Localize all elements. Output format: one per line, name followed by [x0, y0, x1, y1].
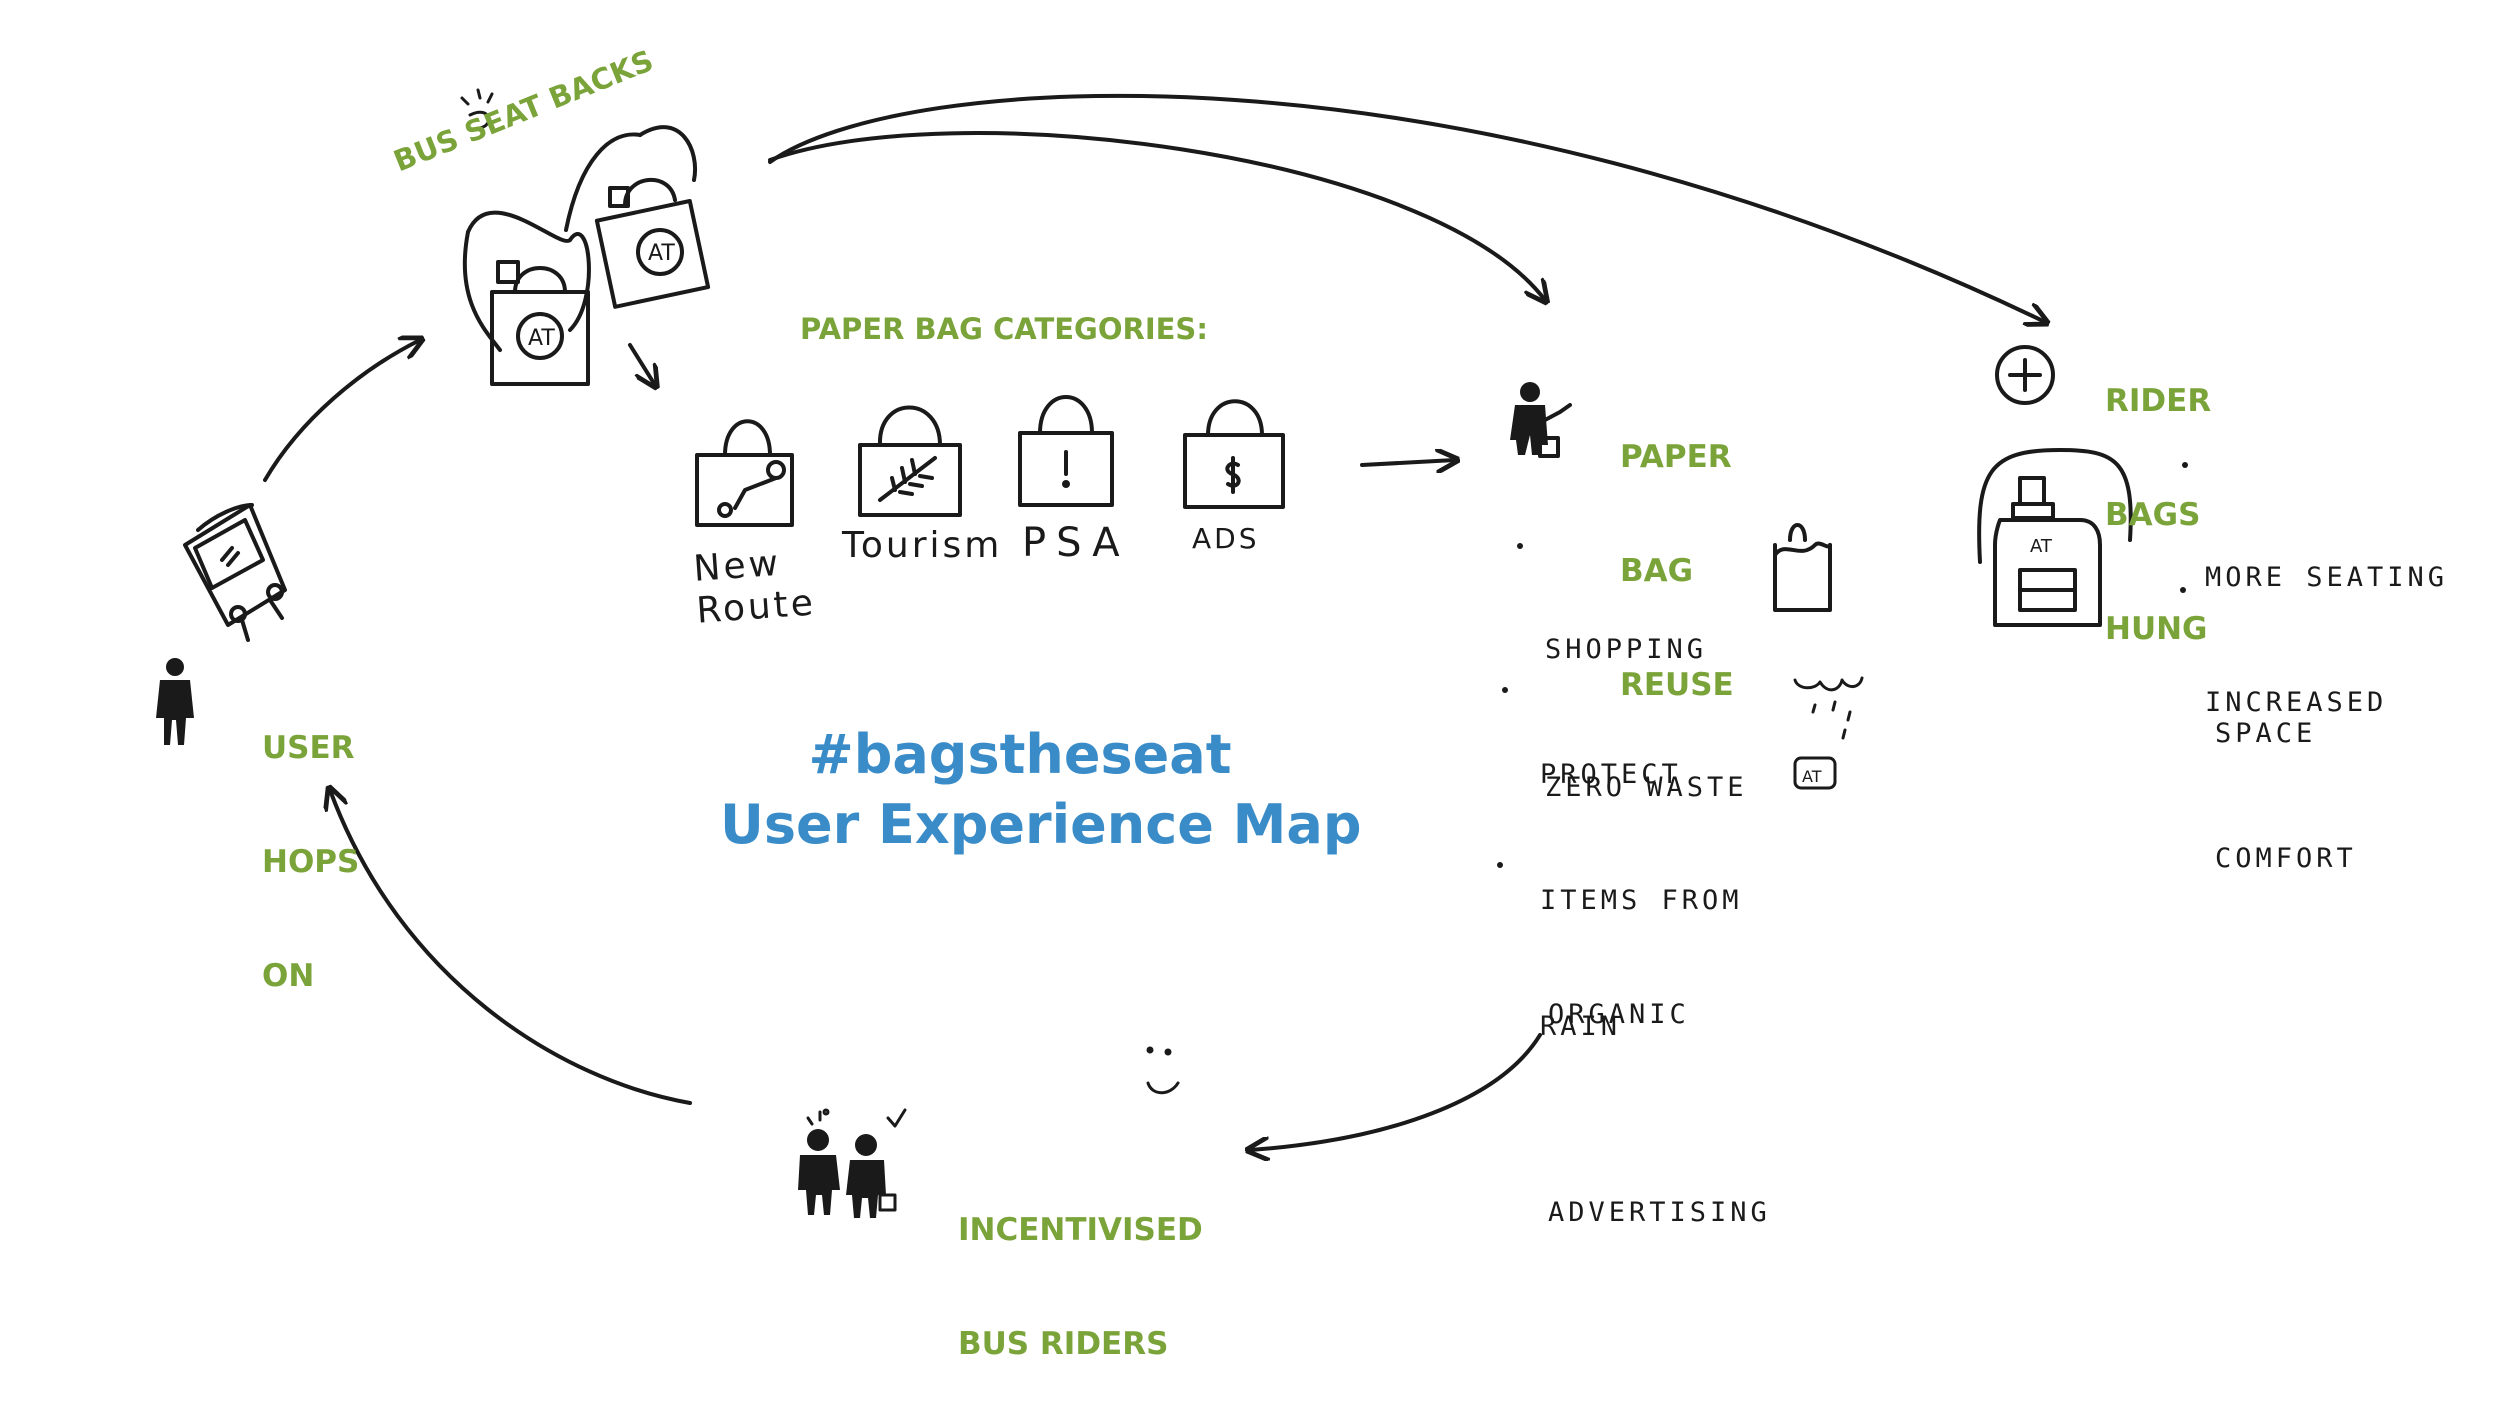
bullet-dots — [1497, 462, 2188, 868]
category-ads-label: ADS — [1192, 522, 1260, 555]
smile-icon — [1146, 1046, 1180, 1095]
grocery-bag-icon — [1773, 523, 1832, 612]
svg-text:AT: AT — [1802, 767, 1822, 786]
seat-backs-icon: AT AT — [462, 125, 711, 386]
benefit-shopping: SHOPPING ZERO WASTE — [1545, 634, 1748, 803]
checkmark-icon — [886, 1108, 907, 1128]
bus-icon — [183, 503, 287, 642]
arrow-bus-to-seatbacks — [263, 340, 420, 482]
map-title: #bagstheseat User Experience Map — [720, 720, 1362, 860]
rider-bags-hung-label: RIDER BAGS HUNG — [2105, 383, 2212, 647]
plus-circle-icon — [1995, 345, 2055, 405]
experience-map-canvas: AT AT — [156, 88, 2188, 1218]
bag-psa-icon — [1018, 395, 1114, 507]
svg-text:AT: AT — [528, 326, 555, 351]
map-title-subtitle: User Experience Map — [720, 793, 1362, 856]
benefit-organic-advertising: ORGANIC ADVERTISING — [1548, 999, 1771, 1228]
svg-text:AT: AT — [648, 241, 675, 266]
incentivised-bus-riders-label: INCENTIVISED BUS RIDERS — [958, 1212, 1203, 1362]
map-title-hashtag: #bagstheseat — [808, 723, 1232, 786]
arrow-seatbacks-to-reuse — [768, 131, 1545, 300]
svg-text:AT: AT — [2030, 536, 2053, 557]
bag-tourism-icon — [858, 405, 962, 517]
category-psa-label: PSA — [1022, 520, 1130, 566]
arrow-seatbacks-to-hung — [768, 93, 2045, 322]
paper-bag-categories-label: PAPER BAG CATEGORIES: — [800, 312, 1208, 346]
small-bag-icon — [878, 1193, 897, 1212]
arrow-categories-to-reuse — [1360, 460, 1455, 465]
benefit-more-seating: MORE SEATING SPACE — [2205, 562, 2449, 749]
arrow-reuse-to-riders — [1250, 1033, 1542, 1150]
user-hops-on-label: USER HOPS ON — [262, 730, 360, 994]
benefit-increased-comfort: INCREASED COMFORT — [2205, 687, 2388, 874]
arrow-seatbacks-to-categories — [628, 343, 655, 385]
category-new-route-label: New Route — [692, 542, 818, 632]
benefit-protect-rain: PROTECT ITEMS FROM RAIN — [1540, 759, 1743, 1042]
paper-bag-reuse-label: PAPER BAG REUSE — [1620, 439, 1734, 703]
person-icon — [156, 658, 194, 745]
backpack-seat-icon: AT — [1977, 448, 2133, 627]
category-tourism-label: Tourism — [842, 525, 1003, 566]
person-with-bag-icon — [1510, 382, 1572, 458]
rain-icon: AT — [1793, 676, 1864, 790]
sparkle-icon — [806, 1108, 830, 1126]
idea-spark-icon — [460, 88, 494, 130]
people-icon — [798, 1129, 886, 1218]
bag-ads-icon — [1183, 399, 1285, 509]
arrow-riders-to-user — [330, 790, 692, 1105]
bag-new-route-icon — [695, 419, 794, 527]
